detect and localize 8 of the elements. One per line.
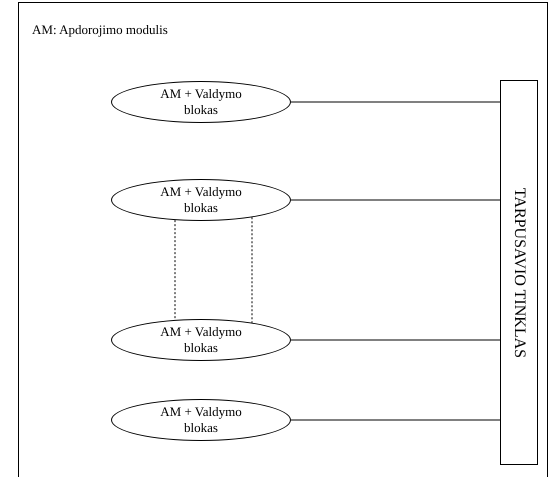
dotted-line [174,220,176,320]
module-label: AM + Valdymo blokas [159,86,243,118]
network-label: TARPUSAVIO TINKLAS [510,187,528,358]
network-box [500,80,538,465]
module-label: AM + Valdymo blokas [159,324,243,356]
module-label: AM + Valdymo blokas [159,404,243,436]
module-label: AM + Valdymo blokas [159,184,243,216]
note-text: AM: Apdorojimo modulis [32,22,168,38]
